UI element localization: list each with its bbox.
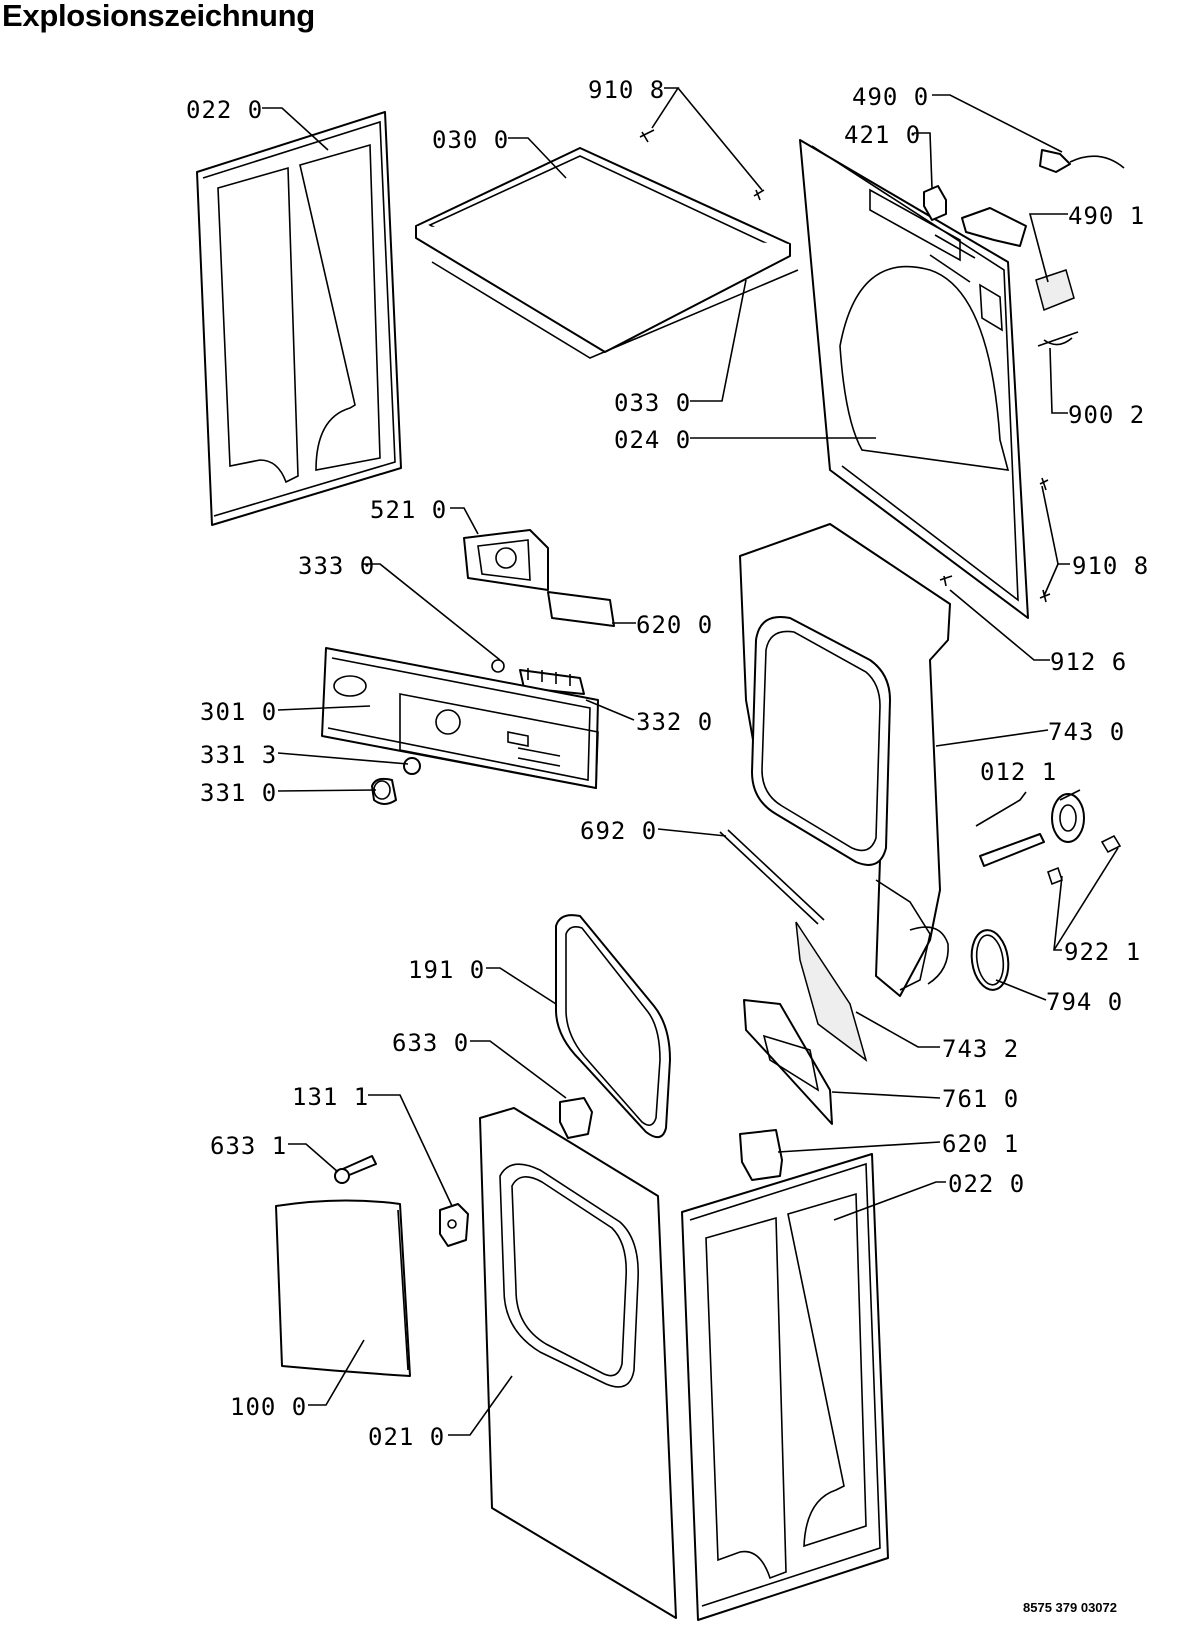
part-side-panel-left: [196, 111, 402, 526]
label-633-1: 633 1: [210, 1132, 287, 1160]
part-side-panel-right: [681, 1153, 889, 1621]
label-900-2: 900 2: [1068, 401, 1145, 429]
part-filter-490-1: [961, 207, 1075, 312]
part-knob-331-3: [403, 757, 421, 775]
label-301-0: 301 0: [200, 698, 277, 726]
part-belt-794-0: [970, 929, 1010, 991]
diagram-title: Explosionszeichnung: [2, 0, 315, 33]
part-screw-910-8-top: [639, 129, 765, 201]
part-display-board-620-0: [547, 591, 615, 627]
part-interlock-620-1: [739, 1129, 783, 1181]
part-control-board-521-0: [463, 529, 549, 591]
label-191-0: 191 0: [408, 956, 485, 984]
part-labels: 022 0 030 0 910 8 490 0 421 0 490 1 033 …: [186, 76, 1149, 1451]
label-490-1: 490 1: [1068, 202, 1145, 230]
part-switch-131-1: [439, 1203, 469, 1247]
label-022-0-right: 022 0: [948, 1170, 1025, 1198]
part-lock-633-0: [559, 1097, 593, 1139]
label-620-1: 620 1: [942, 1130, 1019, 1158]
label-331-0: 331 0: [200, 779, 277, 807]
part-top-cover: [415, 147, 799, 359]
label-012-1: 012 1: [980, 758, 1057, 786]
label-333-0: 333 0: [298, 552, 375, 580]
label-794-0: 794 0: [1046, 988, 1123, 1016]
leader-lines: [262, 87, 1119, 1436]
label-692-0: 692 0: [580, 817, 657, 845]
part-screw-633-1: [334, 1155, 377, 1184]
label-633-0: 633 0: [392, 1029, 469, 1057]
part-seal-743-2: [795, 921, 868, 1062]
part-clips-922-1: [1047, 834, 1122, 886]
label-743-0: 743 0: [1048, 718, 1125, 746]
part-knob-331-0: [371, 777, 397, 805]
label-910-8-top: 910 8: [588, 76, 665, 104]
label-024-0: 024 0: [614, 426, 691, 454]
part-door-100-0: [275, 1199, 411, 1377]
label-331-3: 331 3: [200, 741, 277, 769]
part-rear-panel: [799, 139, 1029, 619]
part-front-bearing-shield-743-0: [739, 523, 951, 997]
label-030-0: 030 0: [432, 126, 509, 154]
part-front-panel-021-0: [479, 1107, 677, 1619]
label-910-8-right: 910 8: [1072, 552, 1149, 580]
label-332-0: 332 0: [636, 708, 713, 736]
label-912-6: 912 6: [1050, 648, 1127, 676]
label-761-0: 761 0: [942, 1085, 1019, 1113]
label-421-0: 421 0: [844, 121, 921, 149]
label-100-0: 100 0: [230, 1393, 307, 1421]
label-922-1: 922 1: [1064, 938, 1141, 966]
label-033-0: 033 0: [614, 389, 691, 417]
part-door-seal-191-0: [555, 914, 671, 1139]
label-620-0: 620 0: [636, 611, 713, 639]
document-number: 8575 379 03072: [1023, 1600, 1117, 1615]
part-power-cord-490-0: [1039, 149, 1125, 173]
part-belt-692-0: [719, 829, 825, 925]
label-131-1: 131 1: [292, 1083, 369, 1111]
label-022-0-left: 022 0: [186, 96, 263, 124]
label-743-2: 743 2: [942, 1035, 1019, 1063]
label-521-0: 521 0: [370, 496, 447, 524]
part-control-panel-301-0: [321, 647, 599, 789]
part-terminal-421-0: [923, 185, 947, 221]
label-490-0: 490 0: [852, 83, 929, 111]
part-drum-pulley-012-1: [975, 789, 1085, 867]
part-filter-761-0: [743, 999, 833, 1125]
part-clamp-900-2: [1037, 331, 1079, 347]
label-021-0: 021 0: [368, 1423, 445, 1451]
